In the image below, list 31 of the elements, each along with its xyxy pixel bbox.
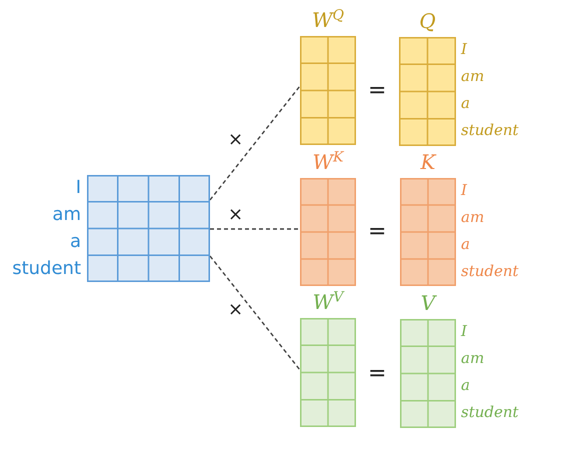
dashed-line — [209, 86, 301, 200]
row-label: student — [461, 403, 519, 422]
row-label: student — [461, 121, 519, 140]
matrix-title: W$^{K}$ — [311, 149, 345, 175]
row-label: a — [461, 94, 470, 114]
row-label: am — [461, 66, 484, 86]
row-label: a — [461, 376, 470, 396]
row-label: student — [461, 262, 519, 280]
matrix-title: V — [420, 290, 438, 316]
row-label: am — [461, 208, 484, 226]
matrix-title: W$^{Q}$ — [310, 7, 346, 33]
equals-sign: = — [368, 363, 386, 385]
multiply-sign: × — [228, 131, 244, 149]
row-label: a — [70, 230, 81, 253]
row-label: I — [76, 177, 81, 200]
multiply-sign: × — [228, 206, 244, 224]
equals-sign: = — [368, 80, 386, 102]
row-label: I — [461, 322, 467, 341]
multiply-sign: × — [228, 301, 244, 319]
row-label: am — [461, 348, 484, 368]
dashed-line — [209, 256, 301, 370]
row-label: I — [461, 40, 467, 59]
row-label: a — [461, 234, 470, 254]
dashed-line — [210, 228, 300, 230]
row-label: am — [52, 204, 81, 226]
equals-sign: = — [368, 221, 386, 243]
matrix-title: W$^{V}$ — [312, 289, 346, 315]
matrix-title: K — [419, 149, 438, 175]
row-label: student — [12, 258, 81, 280]
row-label: I — [461, 180, 467, 200]
matrix-title: Q — [418, 8, 437, 34]
